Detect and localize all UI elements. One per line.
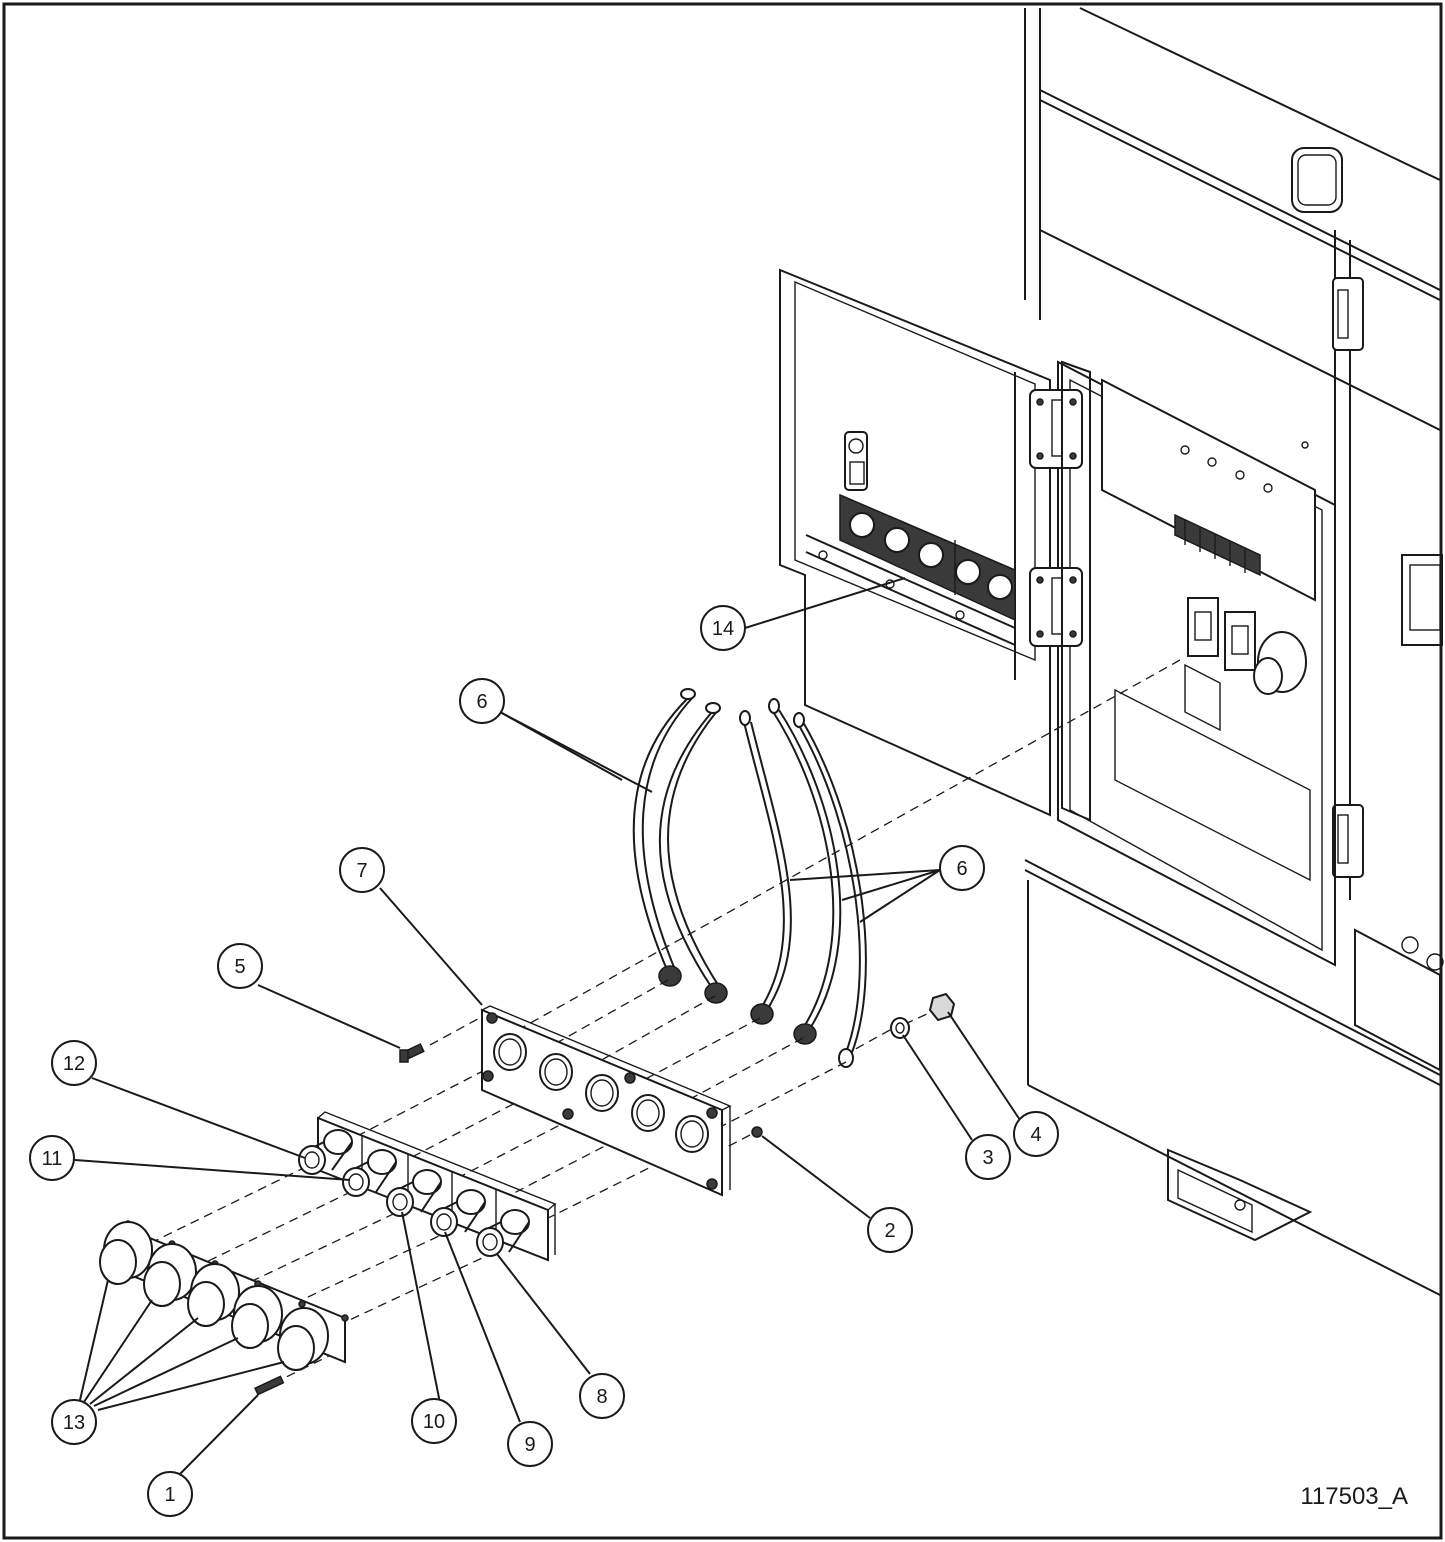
callout-4-label: 4 [1030,1124,1041,1146]
callout-7: 7 [339,847,385,893]
panel-label-l3: L3 [925,550,937,562]
callout-8-label: 8 [596,1386,607,1408]
callout-6-lower-label: 6 [956,858,967,880]
callout-5: 5 [217,943,263,989]
callout-5-label: 5 [234,956,245,978]
generator-enclosure [1024,7,1444,1296]
callout-2-label: 2 [884,1220,895,1242]
callout-1-label: 1 [164,1484,175,1506]
callout-4: 4 [1013,1111,1059,1157]
callout-3: 3 [965,1134,1011,1180]
callout-14: 14 [700,605,746,651]
assembly-guide-lines [119,659,1181,1391]
callout-12-label: 12 [63,1053,85,1075]
callout-3-label: 3 [982,1147,993,1169]
callout-8: 8 [579,1373,625,1419]
callout-9: 9 [507,1421,553,1467]
panel-label-n: N [964,567,972,579]
callout-9-label: 9 [524,1434,535,1456]
open-access-door: L1 L2 L3 N ⏚ [779,268,1091,822]
callout-1: 1 [147,1471,193,1517]
callout-7-label: 7 [356,860,367,882]
panel-label-ground: ⏚ [995,581,1006,594]
panel-label-l2: L2 [891,535,903,547]
callout-6-upper-label: 6 [476,691,487,713]
callout-13-label: 13 [63,1412,85,1434]
callout-2: 2 [867,1207,913,1253]
panel-label-l1: L1 [856,520,868,532]
callout-6-lower: 6 [939,845,985,891]
receptacle-housings [298,1111,557,1262]
callout-10: 10 [411,1398,457,1444]
figure-id: 117503_A [1300,1483,1408,1510]
callout-11: 11 [29,1135,75,1181]
callout-14-label: 14 [712,618,734,640]
callout-11-label: 11 [42,1148,63,1170]
callout-12: 12 [51,1040,97,1086]
mounting-plate [480,1005,732,1197]
callout-13: 13 [51,1399,97,1445]
callout-10-label: 10 [423,1411,445,1433]
receptacle-caps [99,1220,349,1371]
leader-lines [74,577,1021,1475]
callout-6-upper: 6 [459,678,505,724]
cable-assemblies [632,688,867,1068]
